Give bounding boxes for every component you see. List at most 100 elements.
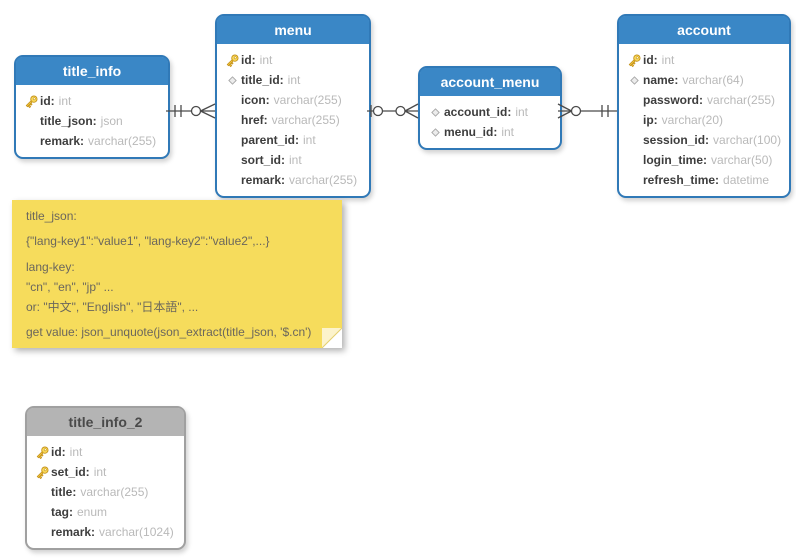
diamond-icon <box>426 107 444 118</box>
field-row-account_id[interactable]: account_id:int <box>420 102 560 122</box>
field-name: id: <box>643 53 658 67</box>
field-type: varchar(100) <box>713 133 782 147</box>
field-row-parent_id[interactable]: parent_id:int <box>217 130 369 150</box>
relation-title_info-menu[interactable] <box>166 98 216 124</box>
field-row-menu_id[interactable]: menu_id:int <box>420 122 560 142</box>
table-account-header[interactable]: account <box>619 16 789 46</box>
field-type: int <box>58 94 72 108</box>
field-name: password: <box>643 93 704 107</box>
note-line: title_json: <box>26 209 77 223</box>
field-type: varchar(1024) <box>99 525 174 539</box>
diamond-icon <box>625 75 643 86</box>
field-type: datetime <box>723 173 770 187</box>
field-row-id[interactable]: id:int <box>619 50 789 70</box>
field-type: int <box>287 73 301 87</box>
field-row-remark[interactable]: remark:varchar(1024) <box>27 522 184 542</box>
field-row-ip[interactable]: ip:varchar(20) <box>619 110 789 130</box>
field-name: id: <box>40 94 55 108</box>
field-row-set_id[interactable]: set_id:int <box>27 462 184 482</box>
field-row-id[interactable]: id:int <box>27 442 184 462</box>
field-type: varchar(255) <box>289 173 358 187</box>
key-icon <box>22 94 40 109</box>
field-type: int <box>661 53 675 67</box>
field-row-refresh_time[interactable]: refresh_time:datetime <box>619 170 789 190</box>
field-type: varchar(255) <box>80 485 149 499</box>
field-type: int <box>93 465 107 479</box>
field-row-tag[interactable]: tag: enum <box>27 502 184 522</box>
field-row-icon[interactable]: icon:varchar(255) <box>217 90 369 110</box>
note-line: lang-key: <box>26 260 75 274</box>
field-row-href[interactable]: href:varchar(255) <box>217 110 369 130</box>
field-row-title_id[interactable]: title_id:int <box>217 70 369 90</box>
field-name: id: <box>51 445 66 459</box>
field-row-remark[interactable]: remark:varchar(255) <box>217 170 369 190</box>
field-name: icon: <box>241 93 270 107</box>
field-name: sort_id: <box>241 153 286 167</box>
field-type: varchar(255) <box>707 93 776 107</box>
field-row-id[interactable]: id:int <box>217 50 369 70</box>
field-type: varchar(255) <box>273 93 342 107</box>
note-line: get value: json_unquote(json_extract(tit… <box>26 325 312 339</box>
field-type: int <box>303 133 316 147</box>
table-account_menu-header[interactable]: account_menu <box>420 68 560 98</box>
field-row-login_time[interactable]: login_time:varchar(50) <box>619 150 789 170</box>
field-name: tag: <box>51 505 73 519</box>
note-line: or: "中文", "English", "日本語", ... <box>26 300 199 314</box>
field-name: remark: <box>51 525 96 539</box>
field-row-remark[interactable]: remark:varchar(255) <box>16 131 168 151</box>
table-title: account_menu <box>440 74 540 90</box>
field-name: set_id: <box>51 465 90 479</box>
field-type: varchar(64) <box>682 73 744 87</box>
sticky-note[interactable]: title_json: {"lang-key1":"value1", "lang… <box>12 200 342 348</box>
table-title: menu <box>274 22 312 38</box>
field-type: int <box>69 445 83 459</box>
key-icon <box>33 465 51 480</box>
field-row-title[interactable]: title:varchar(255) <box>27 482 184 502</box>
table-title: title_info <box>62 63 122 79</box>
field-row-password[interactable]: password:varchar(255) <box>619 90 789 110</box>
field-name: parent_id: <box>241 133 300 147</box>
field-row-title_json[interactable]: title_json:json <box>16 111 168 131</box>
field-type: varchar(50) <box>711 153 773 167</box>
field-type: int <box>515 105 529 119</box>
field-name: ip: <box>643 113 658 127</box>
folded-corner-icon <box>322 328 342 348</box>
key-icon <box>625 53 643 68</box>
field-type: int <box>289 153 302 167</box>
field-type: varchar(255) <box>88 134 157 148</box>
key-icon <box>223 53 241 68</box>
key-icon <box>33 445 51 460</box>
relation-account_menu-account[interactable] <box>557 98 617 124</box>
diamond-icon <box>426 127 444 138</box>
field-type: json <box>100 114 123 128</box>
relation-menu-account_menu[interactable] <box>367 98 419 124</box>
field-row-session_id[interactable]: session_id:varchar(100) <box>619 130 789 150</box>
table-title: account <box>677 22 731 38</box>
field-type: int <box>259 53 273 67</box>
note-line: "cn", "en", "jp" ... <box>26 280 114 294</box>
field-name: href: <box>241 113 268 127</box>
field-row-name[interactable]: name:varchar(64) <box>619 70 789 90</box>
table-title_info-header[interactable]: title_info <box>16 57 168 87</box>
field-name: title: <box>51 485 77 499</box>
field-row-id[interactable]: id:int <box>16 91 168 111</box>
field-type: varchar(20) <box>661 113 724 127</box>
field-row-sort_id[interactable]: sort_id:int <box>217 150 369 170</box>
field-name: title_id: <box>241 73 284 87</box>
field-name: remark: <box>40 134 85 148</box>
note-line: {"lang-key1":"value1", "lang-key2":"valu… <box>26 234 270 248</box>
field-name: id: <box>241 53 256 67</box>
table-title_info_2-header[interactable]: title_info_2 <box>27 408 184 438</box>
field-type: enum <box>77 505 108 519</box>
diamond-icon <box>223 75 241 86</box>
table-menu-header[interactable]: menu <box>217 16 369 46</box>
